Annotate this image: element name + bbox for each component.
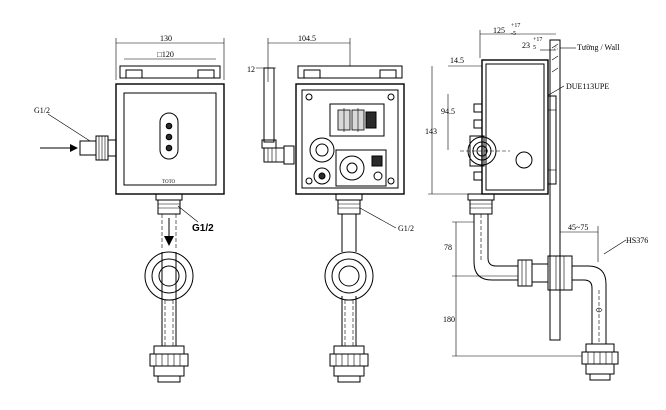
wall-label: Tường / Wall	[577, 43, 620, 52]
side-drop-dim: 180	[443, 315, 455, 324]
front-width-dim: 130	[160, 34, 172, 43]
side-projection-dim: 45~75	[568, 223, 588, 232]
sensor-box-side	[481, 59, 549, 195]
side-pipe-offset-dim: 78	[444, 243, 452, 252]
sensor-eye-icon	[165, 133, 173, 141]
brand-logo: TOTO	[162, 180, 176, 185]
svg-text:5: 5	[533, 45, 536, 51]
svg-text:∴: ∴	[554, 46, 558, 52]
svg-text:-5: -5	[511, 31, 516, 37]
back-view: 104.5 12	[247, 34, 414, 383]
sensor-eye-icon	[165, 122, 173, 130]
outlet-label-bold: G1/2	[192, 223, 214, 234]
sensor-box-back	[295, 83, 405, 195]
side-view: 125 +17 -5 23 +17 5 14.5 ∴ Tường / Wall …	[425, 23, 648, 381]
sensor-eye-icon	[165, 144, 173, 152]
svg-text:+17: +17	[533, 37, 542, 43]
back-offset-dim: 12	[247, 65, 255, 74]
front-view: 130 □120 TOTO G1/2 G1/2	[34, 34, 225, 383]
wall	[549, 39, 561, 341]
side-wallgap-dim: 23	[522, 41, 530, 50]
model-label: DUE113UPE	[566, 82, 609, 91]
inlet-label: G1/2	[34, 106, 50, 115]
side-sensor-height-dim: 94.5	[441, 107, 455, 116]
side-body-height-dim: 143	[425, 127, 437, 136]
side-top-dim: 14.5	[450, 56, 464, 65]
side-depth-dim: 125	[493, 26, 505, 35]
back-outlet-label: G1/2	[398, 224, 414, 233]
svg-text:+17: +17	[511, 23, 520, 29]
front-inner-dim: □120	[157, 50, 174, 59]
part-label: HS376	[626, 236, 648, 245]
back-width-dim: 104.5	[298, 34, 316, 43]
